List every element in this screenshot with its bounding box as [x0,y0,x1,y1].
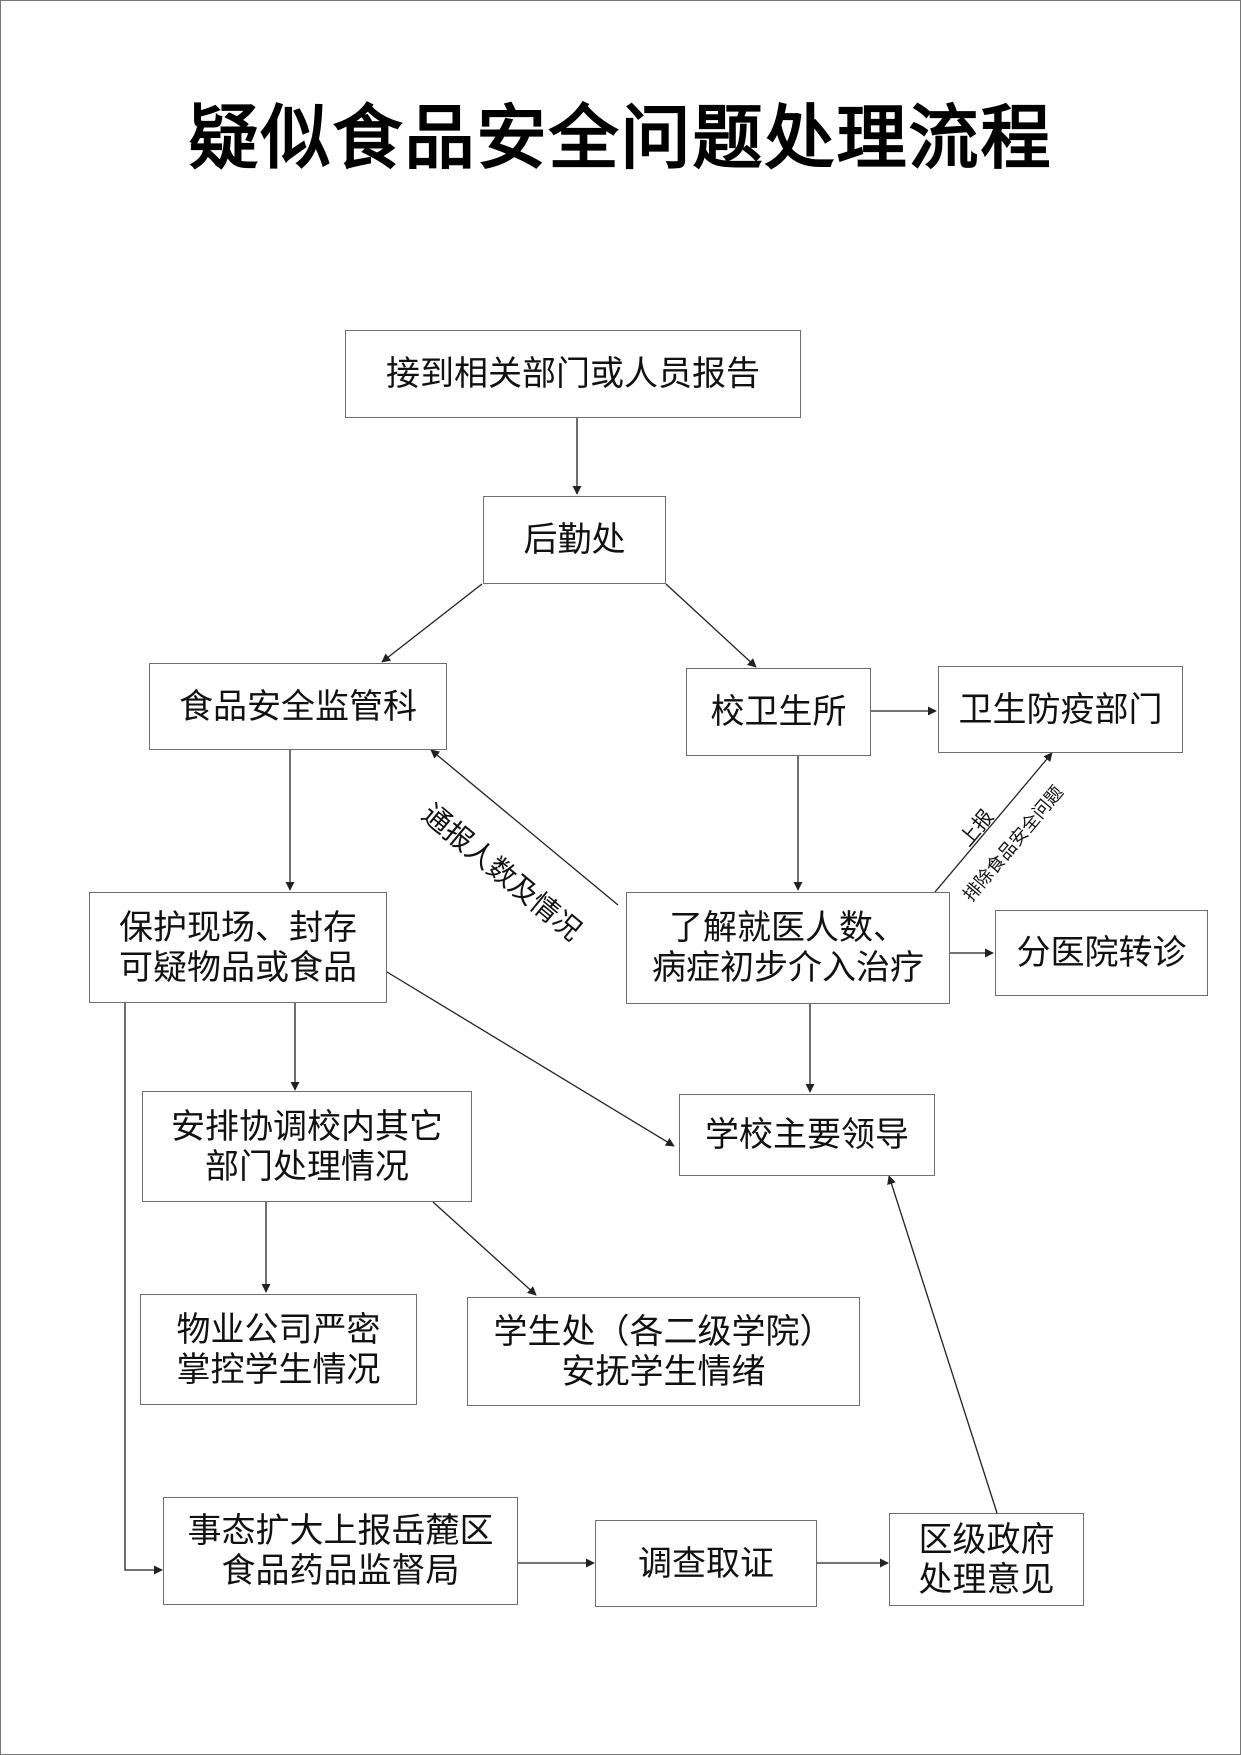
node-branch-hospital: 分医院转诊 [995,910,1208,996]
node-investigate-label: 调查取证 [638,1543,774,1584]
node-student-affairs: 学生处（各二级学院） 安抚学生情绪 [467,1297,860,1406]
node-student-affairs-line-2: 安抚学生情绪 [561,1351,766,1392]
edge-district-leaders [887,1175,998,1514]
edge-protect-escalate [124,1003,163,1575]
node-clinic-label: 校卫生所 [710,692,847,732]
node-protect-line-2: 可疑物品或食品 [119,947,357,988]
node-report: 接到相关部门或人员报告 [345,330,801,418]
node-food-safety: 食品安全监管科 [149,663,447,750]
edge-logistics-food-safety [381,583,483,663]
node-escalate-line-1: 事态扩大上报岳麓区 [187,1511,494,1551]
edge-coordinate-student-affairs [432,1201,537,1296]
node-leaders-label: 学校主要领导 [705,1115,909,1155]
node-protect: 保护现场、封存 可疑物品或食品 [89,892,387,1003]
node-logistics: 后勤处 [483,496,666,584]
node-coordinate: 安排协调校内其它 部门处理情况 [142,1091,472,1202]
node-leaders: 学校主要领导 [679,1094,935,1176]
node-district-line-1: 区级政府 [918,1519,1055,1560]
node-coordinate-line-2: 部门处理情况 [205,1146,409,1187]
node-understand-line-1: 了解就医人数、 [669,908,907,948]
node-understand-line-2: 病症初步介入治疗 [652,948,924,988]
node-student-affairs-line-1: 学生处（各二级学院） [493,1311,834,1352]
node-district: 区级政府 处理意见 [889,1513,1084,1606]
node-logistics-label: 后勤处 [523,520,626,560]
node-property-line-1: 物业公司严密 [176,1309,381,1350]
edge-logistics-clinic [665,583,757,668]
node-district-line-2: 处理意见 [918,1559,1055,1600]
node-property-line-2: 掌控学生情况 [176,1349,381,1390]
edge-understand-epidemic [934,752,1053,893]
edge-understand-food-safety [430,749,619,906]
node-property: 物业公司严密 掌控学生情况 [140,1294,417,1405]
node-branch-hospital-label: 分医院转诊 [1016,933,1187,973]
node-investigate: 调查取证 [595,1520,817,1607]
node-food-safety-label: 食品安全监管科 [179,686,417,727]
node-epidemic: 卫生防疫部门 [938,666,1183,753]
edge-protect-leaders [386,971,675,1147]
node-coordinate-line-1: 安排协调校内其它 [171,1106,443,1147]
node-report-label: 接到相关部门或人员报告 [386,354,760,394]
node-escalate-line-2: 食品药品监督局 [221,1551,460,1591]
page-title: 疑似食品安全问题处理流程 [188,97,1053,179]
node-escalate: 事态扩大上报岳麓区 食品药品监督局 [163,1497,518,1605]
node-epidemic-label: 卫生防疫部门 [958,689,1163,730]
node-protect-line-1: 保护现场、封存 [119,907,357,948]
node-clinic: 校卫生所 [686,668,871,756]
node-understand: 了解就医人数、 病症初步介入治疗 [626,892,950,1004]
